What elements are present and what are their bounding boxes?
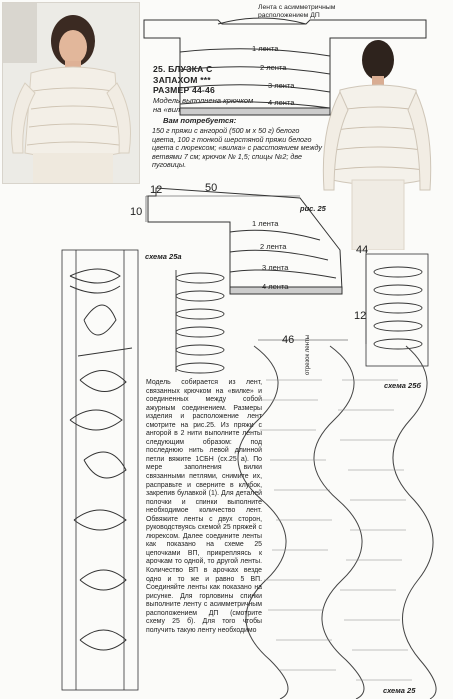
model-photo-back xyxy=(318,30,435,250)
front-band-2: 2 лента xyxy=(260,242,287,251)
front-band-4: 4 лента xyxy=(262,282,289,291)
title-line-3: РАЗМЕР 44-46 xyxy=(153,85,215,95)
top-band-3: 3 лента xyxy=(268,81,295,90)
dim-44: 44 xyxy=(356,244,369,256)
dim-12-right: 12 xyxy=(354,310,367,322)
band-segment-label: отрезок ленты xyxy=(305,334,311,375)
top-band-4: 4 лента xyxy=(268,98,295,107)
materials-title: Вам потребуется: xyxy=(163,116,237,125)
figure-caption: рис. 25 xyxy=(300,204,326,213)
title-line-2: ЗАПАХОМ *** xyxy=(153,74,211,85)
title-line-1: 25. БЛУЗКА С xyxy=(153,64,213,74)
instructions-text: Модель собирается из лент, связанных крю… xyxy=(146,379,262,634)
asymmetric-band-note: Лента с асимметричным расположением ДП xyxy=(258,4,336,19)
front-band-1: 1 лента xyxy=(252,219,279,228)
scheme-25b-label: схема 25б xyxy=(384,381,422,390)
top-band-1: 1 лента xyxy=(252,44,279,53)
dim-50: 50 xyxy=(205,182,218,194)
front-band-3: 3 лента xyxy=(262,263,289,272)
model-photo-front xyxy=(2,2,140,184)
pattern-title: 25. БЛУЗКА С ЗАПАХОМ *** РАЗМЕР 44-46 xyxy=(153,64,298,96)
dim-12: 12 xyxy=(150,184,163,196)
dim-10: 10 xyxy=(130,206,143,218)
dim-46: 46 xyxy=(282,334,295,346)
scheme-25-label: схема 25 xyxy=(383,686,416,695)
top-band-2: 2 лента xyxy=(260,63,287,72)
materials-text: 150 г пряжи с ангорой (500 м х 50 г) бел… xyxy=(152,126,322,170)
scheme-25a-label: схема 25а xyxy=(145,252,182,261)
